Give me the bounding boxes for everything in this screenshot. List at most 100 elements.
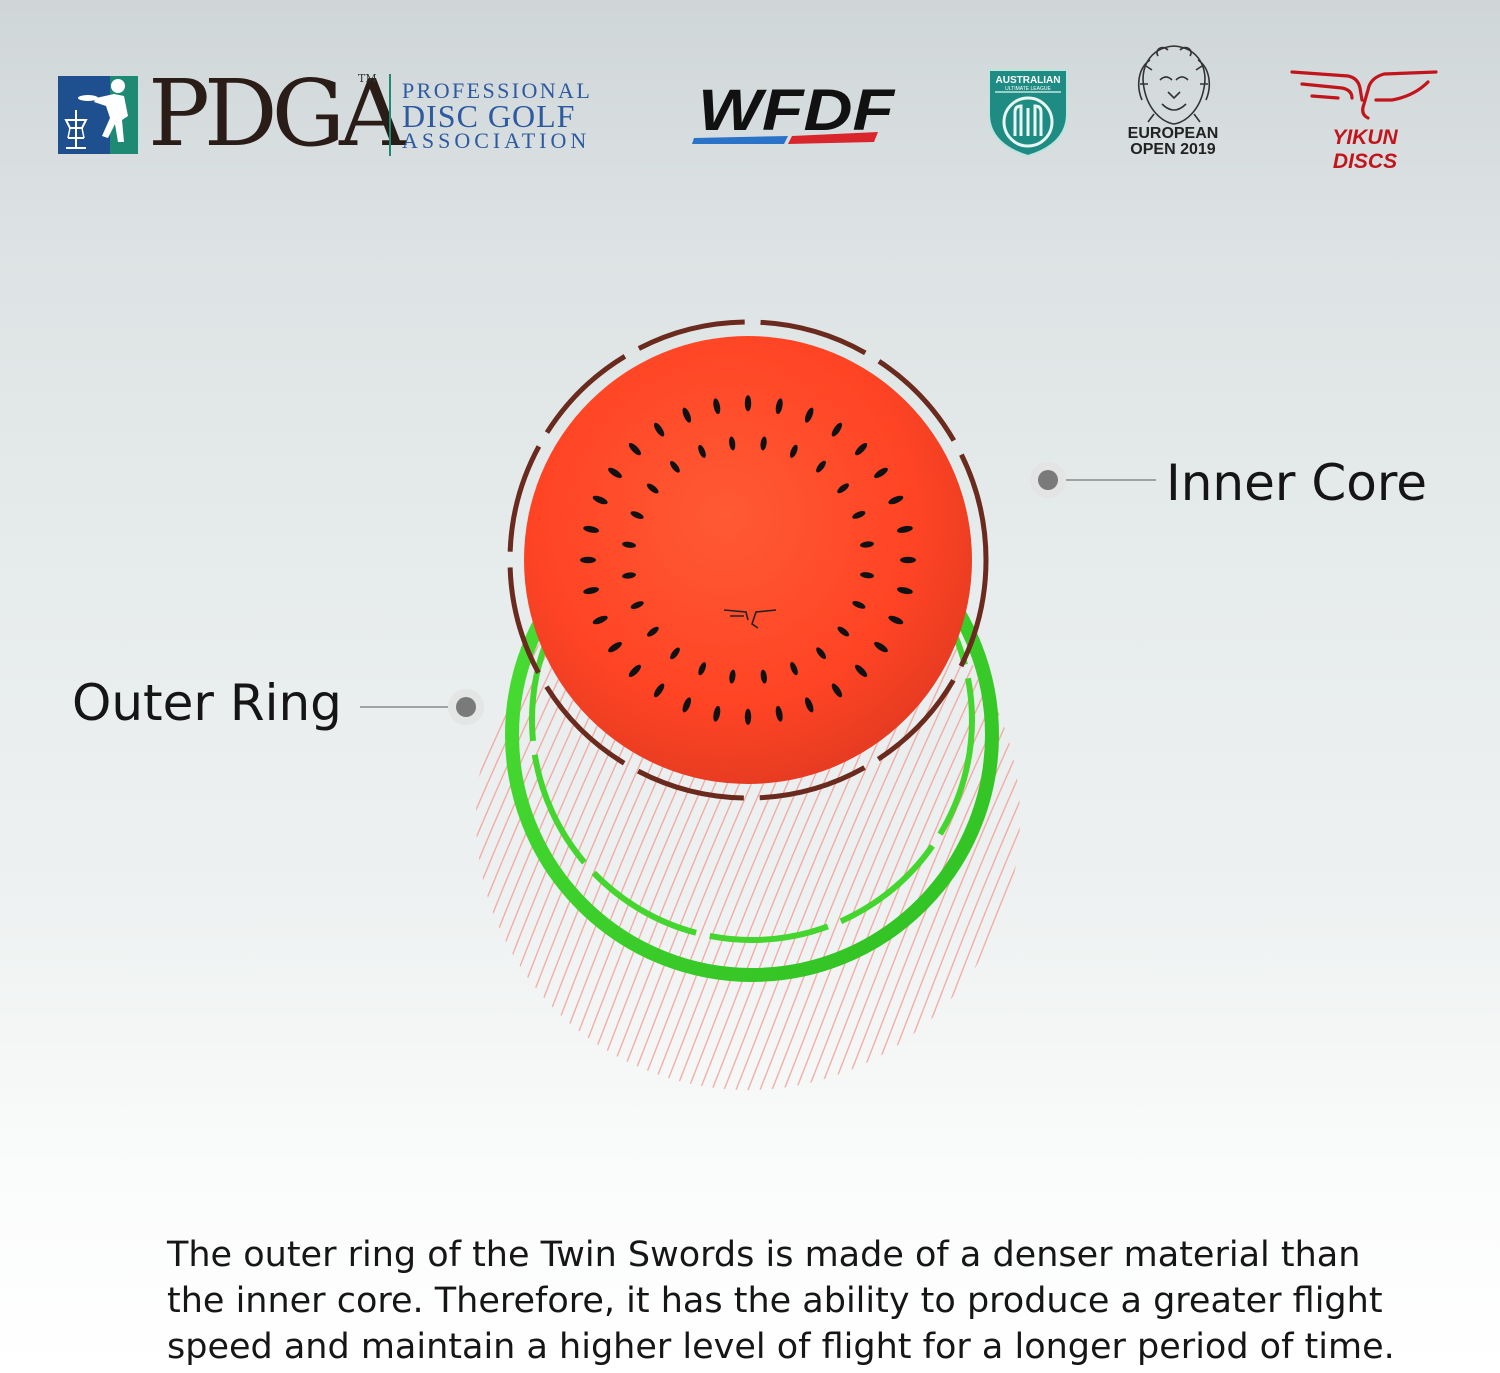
seed bbox=[653, 422, 665, 437]
wings-icon bbox=[1290, 70, 1438, 120]
watermelon-seeds bbox=[580, 395, 916, 725]
hatch-line bbox=[476, 546, 491, 1090]
seed bbox=[775, 398, 783, 415]
seed bbox=[860, 572, 874, 579]
seed bbox=[760, 669, 767, 684]
hatch-line bbox=[84, 520, 334, 1100]
seed bbox=[874, 641, 888, 653]
aul-small-text: ULTIMATE LEAGUE bbox=[1005, 86, 1051, 92]
hatch-line bbox=[168, 520, 418, 1100]
seed bbox=[855, 443, 868, 456]
hatch-line bbox=[144, 520, 394, 1100]
seed bbox=[608, 641, 622, 653]
hatch-line bbox=[1007, 546, 1020, 1090]
seed bbox=[647, 626, 659, 637]
seed bbox=[900, 556, 916, 564]
seed bbox=[790, 662, 798, 676]
hatch-line bbox=[132, 520, 382, 1100]
pdga-divider bbox=[389, 74, 391, 156]
hatch-line bbox=[476, 546, 479, 1090]
seed bbox=[698, 444, 706, 458]
pdga-full-name: PROFESSIONAL DISC GOLF ASSOCIATION bbox=[402, 80, 592, 152]
inner-core-label: Inner Core bbox=[1166, 454, 1428, 512]
seed bbox=[852, 601, 866, 609]
hatch-line bbox=[180, 520, 430, 1100]
seed bbox=[682, 697, 692, 713]
inner-core-outline bbox=[507, 319, 989, 801]
seed bbox=[874, 467, 888, 479]
disc-center-wings-icon bbox=[723, 609, 777, 629]
seed bbox=[860, 541, 874, 548]
disc-golf-player-icon bbox=[58, 76, 138, 154]
seed bbox=[775, 705, 783, 722]
seed bbox=[713, 398, 721, 415]
seed bbox=[628, 664, 641, 677]
hatch-line bbox=[204, 520, 454, 1100]
seed bbox=[698, 662, 707, 676]
seed bbox=[897, 525, 913, 533]
seed bbox=[583, 525, 599, 533]
seed bbox=[804, 407, 814, 423]
sponsor-logo-strip: PDGA TM PROFESSIONAL DISC GOLF ASSOCIATI… bbox=[0, 0, 1500, 200]
seed bbox=[670, 647, 680, 660]
seed bbox=[682, 407, 692, 423]
seed bbox=[670, 460, 680, 473]
seed bbox=[608, 467, 622, 479]
hatch-line bbox=[192, 520, 442, 1100]
wfdf-logo: WFDF bbox=[692, 80, 896, 144]
inner-core-leader bbox=[1030, 462, 1156, 498]
hatch-line bbox=[875, 546, 1020, 1090]
seed bbox=[628, 443, 641, 456]
hatch-line bbox=[995, 546, 1020, 1090]
european-open-text: EUROPEAN OPEN 2019 bbox=[1120, 126, 1226, 158]
pdga-letters: PDGA bbox=[148, 60, 406, 167]
seed bbox=[852, 511, 866, 519]
hatch-line bbox=[216, 520, 466, 1100]
seed bbox=[789, 444, 798, 458]
outer-ring-label: Outer Ring bbox=[72, 674, 342, 732]
seed bbox=[729, 669, 736, 684]
seed bbox=[744, 395, 752, 412]
seed bbox=[729, 436, 736, 451]
hatch-line bbox=[983, 546, 1020, 1090]
hatch-line bbox=[108, 520, 358, 1100]
seed bbox=[897, 587, 913, 595]
hatch-line bbox=[120, 520, 370, 1100]
hatch-line bbox=[971, 546, 1020, 1090]
seed bbox=[804, 697, 814, 713]
hatch-line bbox=[959, 546, 1020, 1090]
seed bbox=[592, 615, 608, 625]
seed bbox=[888, 495, 904, 505]
seed bbox=[744, 708, 752, 725]
seed bbox=[713, 705, 721, 722]
description-caption: The outer ring of the Twin Swords is mad… bbox=[167, 1235, 1395, 1367]
yikun-discs-text: YIKUN DISCS bbox=[1332, 126, 1398, 173]
pdga-name-line1: PROFESSIONAL bbox=[402, 78, 593, 103]
seed bbox=[816, 460, 826, 473]
seed bbox=[622, 572, 636, 579]
pdga-name-line3: ASSOCIATION bbox=[402, 128, 591, 153]
hatch-line bbox=[476, 546, 503, 1090]
australian-ultimate-league-logo: AUSTRALIAN ULTIMATE LEAGUE bbox=[988, 69, 1068, 158]
european-open-line2: OPEN 2019 bbox=[1130, 141, 1216, 158]
seed bbox=[831, 683, 843, 698]
seed bbox=[760, 436, 767, 451]
seed bbox=[580, 556, 596, 564]
hatch-line bbox=[60, 520, 310, 1100]
seed bbox=[630, 511, 644, 519]
seed bbox=[837, 483, 849, 494]
seed bbox=[831, 422, 843, 437]
lion-icon bbox=[1137, 45, 1211, 125]
seed bbox=[646, 483, 659, 494]
hatch-line bbox=[72, 520, 322, 1100]
seed bbox=[855, 664, 868, 677]
pdga-name-line2: DISC GOLF bbox=[402, 98, 576, 134]
seed bbox=[630, 601, 644, 609]
pdga-trademark: TM bbox=[358, 72, 377, 85]
seed bbox=[622, 541, 636, 548]
european-open-line1: EUROPEAN bbox=[1127, 125, 1219, 142]
hatch-line bbox=[839, 546, 1020, 1090]
seed bbox=[583, 587, 599, 595]
hatch-line bbox=[476, 546, 599, 1090]
